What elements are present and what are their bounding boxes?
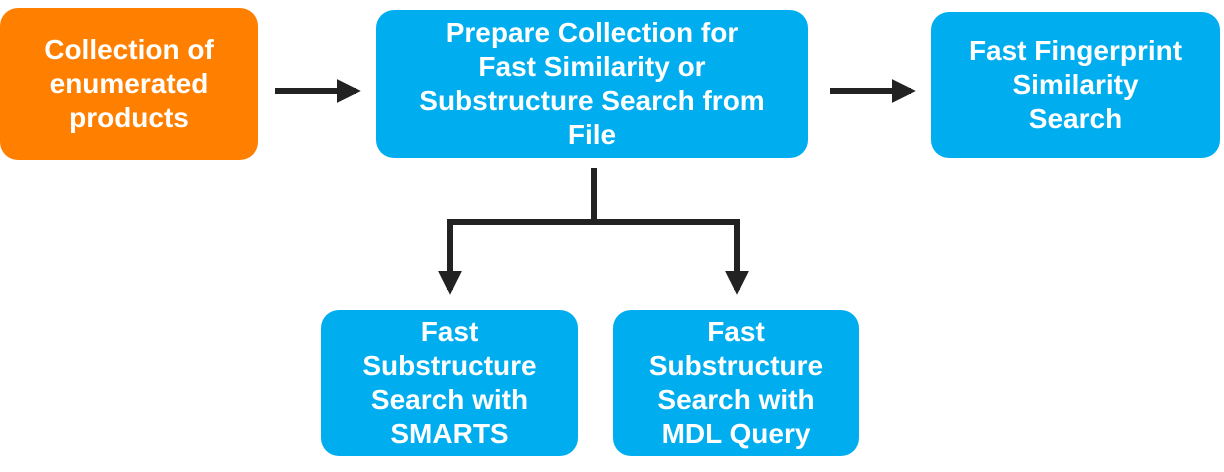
node-fast-substructure-search-mdl: Fast Substructure Search with MDL Query [613,310,859,456]
node-label: Fast Substructure Search with MDL Query [648,316,824,449]
node-fast-fingerprint-similarity-search: Fast Fingerprint Similarity Search [931,12,1220,158]
node-label: Collection of enumerated products [44,34,214,133]
node-label: Fast Substructure Search with SMARTS [362,316,537,449]
node-label: Fast Fingerprint Similarity Search [968,35,1183,134]
node-fast-substructure-search-smarts: Fast Substructure Search with SMARTS [321,310,578,456]
node-collection-of-enumerated-products: Collection of enumerated products [0,8,258,160]
edge-branch-connector [450,168,597,225]
node-label: Prepare Collection for Fast Similarity o… [419,17,765,150]
node-prepare-collection: Prepare Collection for Fast Similarity o… [376,10,808,158]
